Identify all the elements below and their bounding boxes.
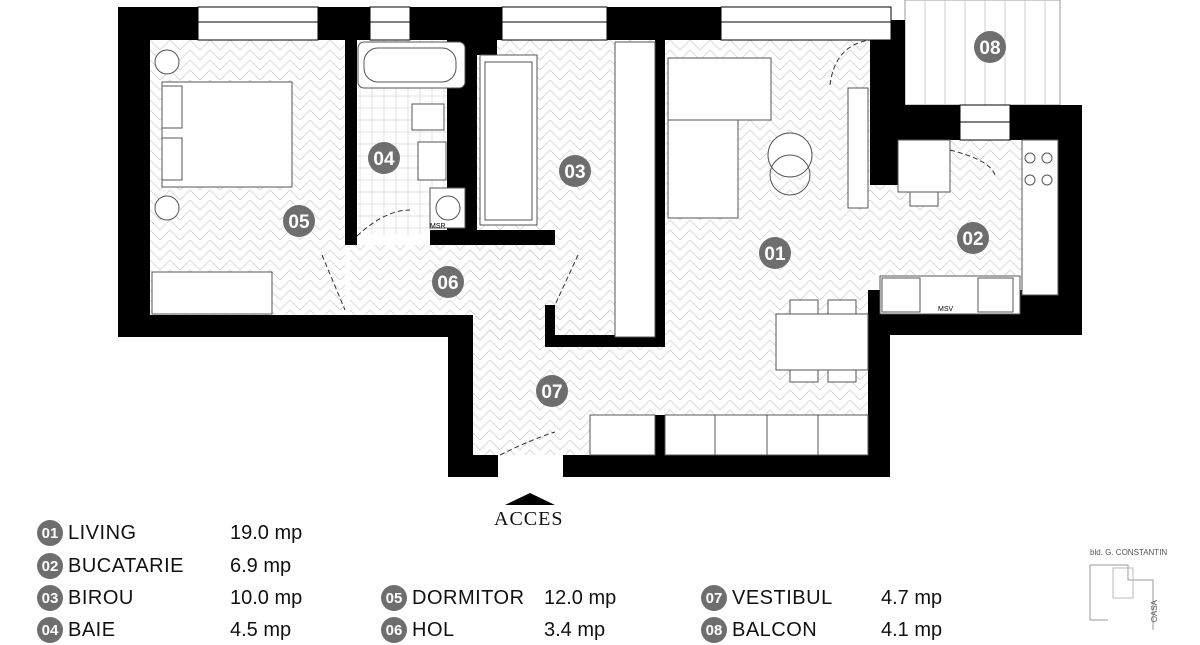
windows (197, 6, 1011, 141)
legend-badge: 05 (381, 585, 407, 611)
entrance-arrow-icon (505, 493, 555, 505)
legend-room-name: DORMITOR (412, 586, 525, 609)
legend-room-name: HOL (412, 618, 455, 641)
room-badge-03 (559, 155, 591, 187)
legend-room-name: BIROU (68, 586, 134, 609)
legend-room-area: 12.0 mp (544, 587, 617, 609)
legend-badge: 06 (381, 617, 407, 643)
legend-room-name: LIVING (68, 521, 137, 544)
legend-badge: 03 (37, 585, 63, 611)
legend-room-area: 4.5 mp (230, 619, 292, 641)
room-badge-label-02: 02 (962, 229, 983, 250)
furniture (151, 41, 1059, 456)
doors (321, 39, 996, 456)
room-badge-02 (957, 222, 989, 254)
room-badge-label-03: 03 (564, 162, 585, 183)
room-badge-label-07: 07 (541, 382, 562, 403)
legend-room-name: BALCON (732, 618, 818, 641)
room-badge-08 (974, 31, 1006, 63)
legend-room-area: 3.4 mp (544, 619, 606, 641)
room-badge-01 (759, 237, 791, 269)
room-badge-label-05: 05 (288, 212, 310, 233)
room-badge-label-08: 08 (979, 38, 1000, 59)
legend-room-area: 10.0 mp (230, 587, 303, 609)
room-badge-07 (536, 375, 568, 407)
room-badge-06 (432, 266, 464, 298)
room-badge-04 (368, 142, 400, 174)
legend-room-area: 4.7 mp (881, 587, 943, 609)
room-badge-label-06: 06 (437, 273, 458, 294)
msv-label: MSV (938, 306, 954, 313)
room-badge-label-04: 04 (373, 149, 395, 170)
locator-map (1089, 564, 1154, 630)
legend-room-area: 6.9 mp (230, 555, 292, 577)
legend-room-name: BAIE (68, 618, 116, 641)
legend-room-name: VESTIBUL (732, 586, 833, 609)
legend-badge: 02 (37, 553, 63, 579)
legend-room-area: 4.1 mp (881, 619, 943, 641)
legend-badge: 01 (37, 520, 63, 546)
msr-label: MSR (430, 223, 446, 230)
legend-room-name: BUCATARIE (68, 554, 184, 577)
legend-room-area: 19.0 mp (230, 522, 303, 544)
legend-badge: 04 (37, 617, 63, 643)
legend-badge: 08 (701, 617, 727, 643)
room-badge-label-01: 01 (764, 244, 786, 265)
floor-plan: MSR MSV 01 02 03 04 05 06 07 08 (118, 0, 1082, 477)
legend-badge: 07 (701, 585, 727, 611)
room-badges: 01 02 03 04 05 06 07 08 (283, 31, 1006, 407)
room-badge-05 (283, 205, 315, 237)
street-label-top: bld. G. CONSTANTIN (1090, 548, 1168, 557)
street-label-side: OASA (1150, 600, 1159, 623)
entrance-label: ACCES (494, 508, 564, 530)
